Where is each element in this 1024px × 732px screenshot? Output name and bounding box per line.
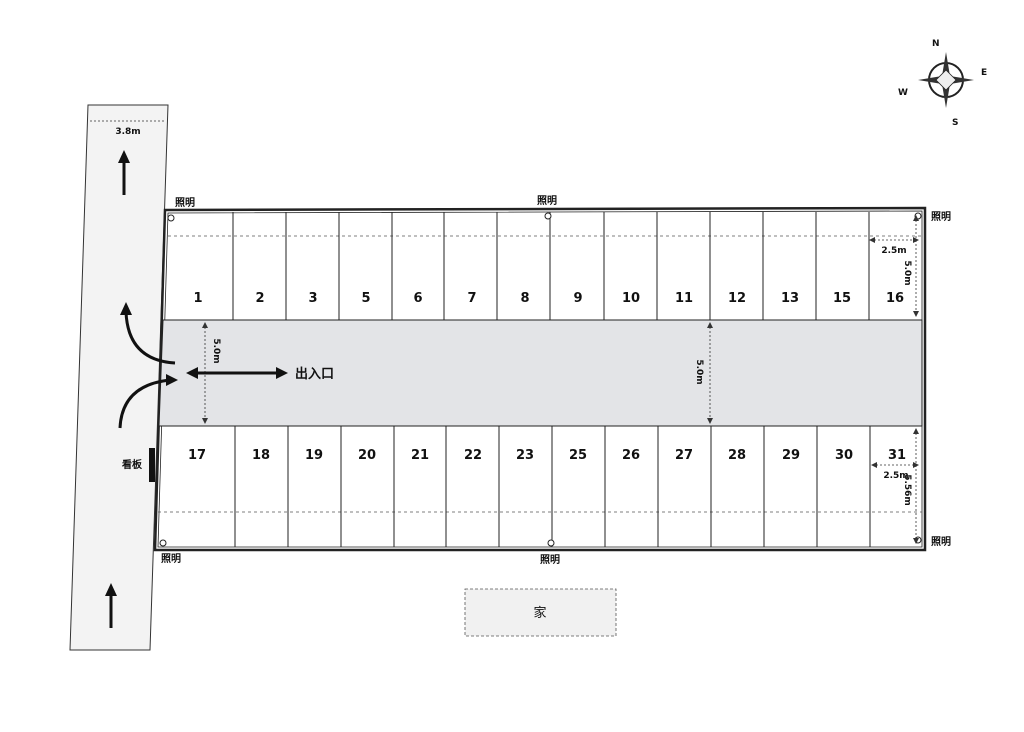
top-stall-number: 3 <box>308 291 317 306</box>
top-stall-number: 8 <box>520 291 529 306</box>
stall16-width-arrow-l <box>869 237 875 243</box>
stall31-depth-label: 5.56m <box>902 474 912 506</box>
light-label-top-mid: 照明 <box>537 195 557 207</box>
bottom-stall-numbers: 17 18 19 20 21 22 23 25 26 27 28 29 30 31 <box>188 448 906 463</box>
aisle-mid-arrow-top <box>707 322 713 328</box>
turn-in-arrow-head <box>166 374 178 386</box>
top-stall-number: 11 <box>675 291 693 306</box>
top-stall-number: 15 <box>833 291 851 306</box>
aisle-left-arrow-top <box>202 322 208 328</box>
turn-out-arrow-head <box>120 302 132 315</box>
compass-e: E <box>981 68 987 78</box>
sign-board <box>149 448 155 482</box>
top-stall-dividers <box>232 212 870 320</box>
stall16-depth-arrow-b <box>913 311 919 317</box>
lot-outline <box>153 206 927 552</box>
bottom-stall-number: 21 <box>411 448 429 463</box>
aisle <box>158 319 923 427</box>
lot-inner-outline <box>157 210 923 548</box>
stall16-depth-arrow-t <box>913 215 919 221</box>
light-label-top-right: 照明 <box>931 211 951 223</box>
stall31-depth-arrow-b <box>913 538 919 544</box>
top-stall-number: 12 <box>728 291 746 306</box>
bottom-stall-number: 20 <box>358 448 376 463</box>
road-arrow-bottom-head <box>105 583 117 596</box>
road-arrow-top-head <box>118 150 130 163</box>
bottom-stall-number: 27 <box>675 448 693 463</box>
stall16-depth-label: 5.0m <box>902 260 912 285</box>
bottom-stall-number: 18 <box>252 448 270 463</box>
light-label-bottom-right: 照明 <box>931 536 951 548</box>
stall31-depth-arrow-t <box>913 428 919 434</box>
compass-inner <box>935 69 957 91</box>
compass-s: S <box>952 118 958 128</box>
bottom-stall-dividers <box>234 426 871 547</box>
bottom-stall-number: 17 <box>188 448 206 463</box>
bottom-stall-number: 23 <box>516 448 534 463</box>
top-stall-number: 10 <box>622 291 640 306</box>
entrance-arrow-right-head <box>276 367 288 379</box>
compass-n: N <box>932 39 940 49</box>
stall16-width-label: 2.5m <box>881 246 906 256</box>
bottom-stall-number: 28 <box>728 448 746 463</box>
top-stall-number: 16 <box>886 291 904 306</box>
bottom-stall-number: 29 <box>782 448 800 463</box>
light-label-bottom-mid: 照明 <box>540 554 560 566</box>
entrance-arrow-left-head <box>186 367 198 379</box>
top-stall-number: 9 <box>573 291 582 306</box>
aisle-mid-label: 5.0m <box>694 359 704 384</box>
top-stall-number: 5 <box>361 291 370 306</box>
bottom-stall-number: 25 <box>569 448 587 463</box>
top-stall-number: 2 <box>255 291 264 306</box>
house <box>464 588 617 637</box>
house-label: 家 <box>533 605 546 621</box>
bottom-stall-number: 31 <box>888 448 906 463</box>
stall31-width-label: 2.5m <box>883 471 908 481</box>
aisle-mid-arrow-bottom <box>707 418 713 424</box>
stall31-width-arrow-l <box>871 462 877 468</box>
sign-label: 看板 <box>122 458 143 471</box>
light-bottom-mid <box>547 539 555 547</box>
top-stall-number: 7 <box>467 291 476 306</box>
bottom-stall-number: 30 <box>835 448 853 463</box>
bottom-stall-number: 22 <box>464 448 482 463</box>
light-bottom-left <box>159 539 167 547</box>
bottom-stall-number: 26 <box>622 448 640 463</box>
top-stall-number: 6 <box>413 291 422 306</box>
top-stall-number: 13 <box>781 291 799 306</box>
turn-out-arrow <box>124 311 176 365</box>
turn-in-arrow <box>118 378 171 429</box>
bottom-stall-number: 19 <box>305 448 323 463</box>
top-stall-number: 1 <box>193 291 202 306</box>
compass: N E S W <box>898 39 987 128</box>
light-label-bottom-left: 照明 <box>161 553 181 565</box>
road <box>69 104 169 651</box>
aisle-left-label: 5.0m <box>211 338 221 363</box>
light-top-left <box>167 214 175 222</box>
entrance-label: 出入口 <box>295 366 334 382</box>
light-top-mid <box>544 212 552 220</box>
aisle-left-arrow-bottom <box>202 418 208 424</box>
compass-w: W <box>898 88 908 98</box>
light-label-top-left: 照明 <box>175 197 195 209</box>
road-width-label: 3.8m <box>115 127 140 137</box>
